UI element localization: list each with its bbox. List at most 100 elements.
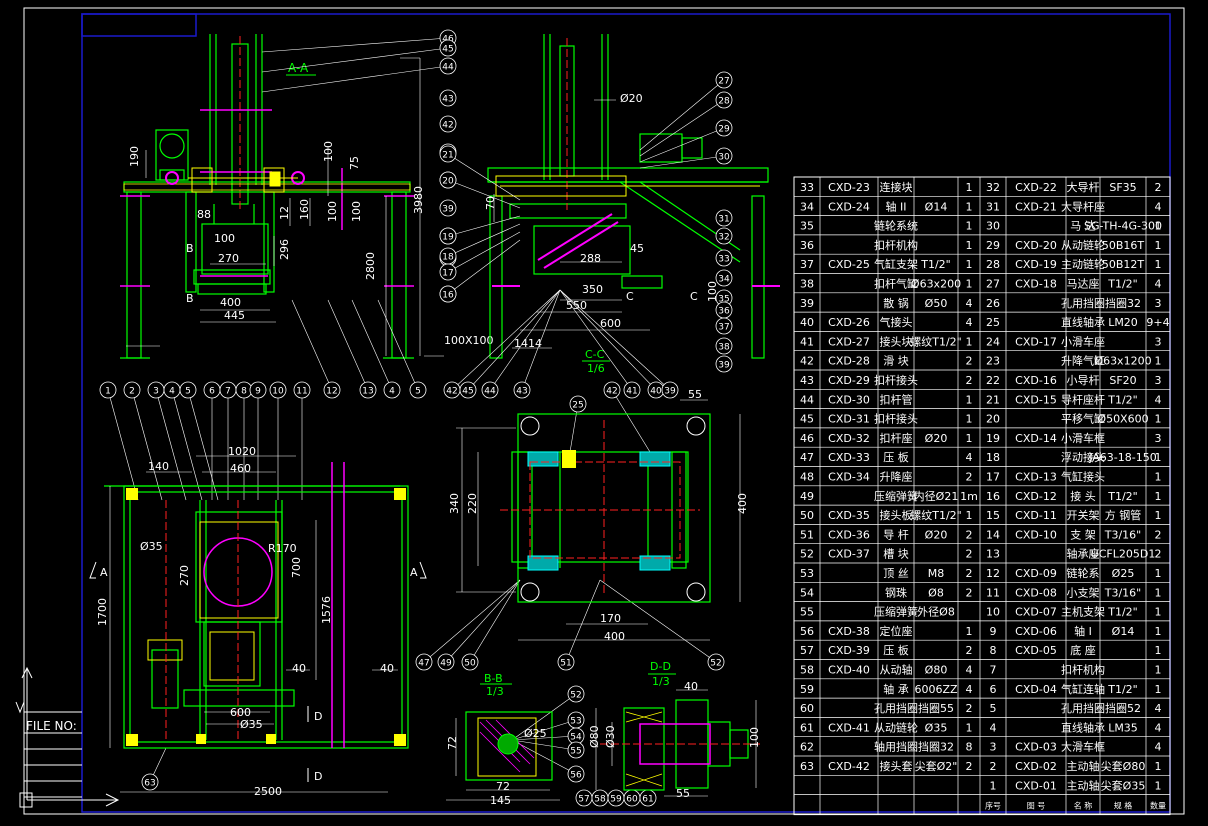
bom-cell-rname: 接 头 <box>1070 490 1096 503</box>
balloon-label: 42 <box>446 387 457 397</box>
bom-cell-lq: 2 <box>966 548 973 561</box>
bom-cell-lc: CXD-40 <box>828 664 870 677</box>
bom-cell-rq: 1 <box>1155 258 1162 271</box>
balloon-aa_bottom-3: 5 <box>377 299 427 399</box>
bom-cell-rname: 轴承座 <box>1067 547 1100 561</box>
bom-cell-rn: 7 <box>990 664 997 677</box>
bom-cell-rn: 9 <box>990 625 997 638</box>
balloon-cc_side-11: 38 <box>715 337 733 355</box>
bom-cell-ln: 56 <box>800 625 814 638</box>
bom-cell-rname: 主机支架 <box>1061 605 1105 619</box>
balloon-plan_bottom-0: 47 <box>415 579 521 671</box>
bom-cell-rn: 32 <box>986 181 1000 194</box>
view-aa-title: A-A <box>288 61 309 75</box>
bom-cell-ln: 40 <box>800 316 814 329</box>
dim-dd-phi30: Ø30 <box>604 725 617 748</box>
bom-footer-cell: 图 号 <box>1027 802 1046 811</box>
bom-cell-rname: 小支架 <box>1067 586 1100 599</box>
bom-cell-rn: 11 <box>986 586 1000 599</box>
bom-cell-ln: 60 <box>800 702 814 715</box>
bom-cell-rq: 2 <box>1155 528 1162 541</box>
dim-side-phi20: Ø20 <box>620 92 643 105</box>
bom-cell-rq: 1 <box>1155 606 1162 619</box>
bom-cell-lname: 钢珠 <box>885 585 907 599</box>
bom-cell-lname: 链轮系统 <box>874 219 918 233</box>
bom-cell-lspec: T1/2" <box>920 258 950 271</box>
bom-cell-rq: 1 <box>1155 220 1162 233</box>
section-mark-b1: B <box>186 242 194 255</box>
dim-aa-100d: 100 <box>214 232 235 245</box>
balloon-front_top-9: 10 <box>269 381 287 500</box>
bom-cell-rn: 18 <box>986 451 1000 464</box>
balloon-front_top-4: 5 <box>179 381 219 501</box>
balloon-front_top-6: 7 <box>219 381 237 500</box>
dim-front-270: 270 <box>178 565 191 586</box>
bom-cell-rq: 1 <box>1155 625 1162 638</box>
dim-dd-55: 55 <box>676 787 690 800</box>
bom-cell-rn: 3 <box>990 741 997 754</box>
balloon-front_top-0: 1 <box>99 381 139 501</box>
balloon-label: 21 <box>442 151 453 161</box>
bom-cell-ln: 35 <box>800 220 814 233</box>
balloon-label: 16 <box>442 291 454 301</box>
bom-cell-rc: CXD-22 <box>1015 181 1057 194</box>
bom-cell-lspec: 6006ZZ <box>914 683 958 696</box>
balloon-label: 45 <box>462 387 473 397</box>
balloon-aa-4: 42 <box>439 115 457 133</box>
bom-cell-rspec: SG-TH-4G-300 <box>1084 220 1162 233</box>
bom-cell-ln: 33 <box>800 181 814 194</box>
bom-cell-rq: 1 <box>1155 567 1162 580</box>
dim-bb-72v: 72 <box>446 736 459 750</box>
bom-cell-lname: 压 板 <box>883 643 909 657</box>
balloon-cc_side-6: 33 <box>715 249 733 267</box>
bom-cell-rspec: T1/2" <box>1107 278 1137 291</box>
bom-cell-ln: 49 <box>800 490 814 503</box>
bom-cell-lname: 孔用挡圈 <box>874 701 918 715</box>
bom-cell-lc: CXD-38 <box>828 625 870 638</box>
view-dd-title: D-D <box>650 660 671 673</box>
bom-cell-lspec: 内径Ø21 <box>914 489 959 503</box>
bom-cell-lname: 轴 II <box>886 199 907 213</box>
bom-cell-lspec: 挡圈55 <box>918 701 954 715</box>
section-mark-d1: D <box>314 710 322 723</box>
dim-front-phi35b: Ø35 <box>240 718 263 731</box>
dim-front-1576: 1576 <box>320 596 333 624</box>
bom-cell-lc: CXD-23 <box>828 181 870 194</box>
dim-aa-100x100: 100X100 <box>444 334 494 347</box>
bom-cell-ln: 62 <box>800 741 814 754</box>
balloon-cc_side-2: 29 <box>639 119 733 163</box>
bom-cell-rq: 4 <box>1155 278 1162 291</box>
bom-cell-lname: 扣杆座 <box>880 431 913 445</box>
bom-cell-lq: 1 <box>966 432 973 445</box>
bom-cell-lname: 连接块 <box>880 181 913 194</box>
bom-cell-rq: 1 <box>1155 509 1162 522</box>
balloon-label: 46 <box>442 35 454 45</box>
bom-cell-rname: 链轮系 <box>1067 566 1100 580</box>
bom-cell-rn: 10 <box>986 606 1000 619</box>
bom-cell-ln: 55 <box>800 606 814 619</box>
bom-cell-lname: 散 锅 <box>883 296 909 310</box>
bom-cell-rspec: 挡圈52 <box>1105 701 1141 715</box>
bom-cell-lq: 1 <box>966 509 973 522</box>
bom-cell-rq: 9+4 <box>1146 316 1169 329</box>
bom-cell-lspec: Ø35 <box>925 721 948 734</box>
bom-cell-rn: 21 <box>986 393 1000 406</box>
balloon-label: 41 <box>626 387 637 397</box>
balloon-label: 3 <box>153 387 159 397</box>
balloon-label: 2 <box>129 387 135 397</box>
bom-cell-lspec: 螺纹T1/2" <box>910 334 961 348</box>
bom-cell-rn: 24 <box>986 335 1000 348</box>
bom-cell-rn: 23 <box>986 355 1000 368</box>
balloon-aa-0: 46 <box>261 29 457 53</box>
balloon-cc_bottom-1: 45 <box>459 289 561 399</box>
balloon-cc_side-3: 30 <box>639 147 733 169</box>
bom-cell-lc: CXD-29 <box>828 374 870 387</box>
bom-cell-rn: 29 <box>986 239 1000 252</box>
bom-cell-rn: 8 <box>990 644 997 657</box>
